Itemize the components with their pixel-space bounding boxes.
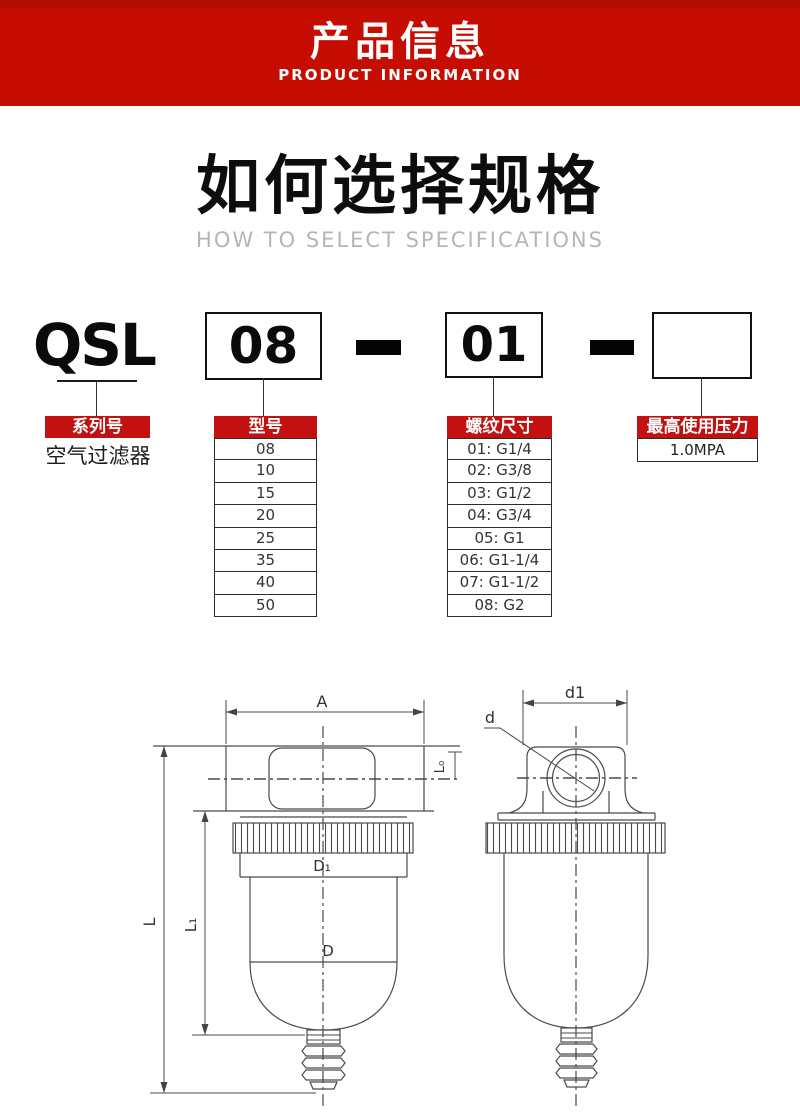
connector-thread [493, 376, 494, 416]
series-header: 系列号 [45, 416, 150, 438]
drawings-svg: A L₀ D₁ D L L₁ [140, 683, 666, 1108]
series-value: 空气过滤器 [45, 444, 151, 468]
thread-option-row: 06: G1-1/4 [447, 549, 552, 573]
model-option-row: 25 [214, 527, 317, 550]
model-option-row: 08 [214, 438, 317, 461]
pressure-header: 最高使用压力 [637, 416, 758, 438]
dim-label-D1: D₁ [313, 857, 331, 875]
technical-drawings: A L₀ D₁ D L L₁ [0, 660, 800, 1119]
model-option-row: 20 [214, 505, 317, 528]
thread-header: 螺纹尺寸 [447, 416, 552, 438]
model-option-row: 40 [214, 572, 317, 595]
pressure-value: 1.0MPA [637, 438, 758, 462]
model-option-row: 15 [214, 482, 317, 506]
banner-subtitle: PRODUCT INFORMATION [278, 66, 522, 84]
model-header: 型号 [214, 416, 317, 438]
thread-options-table: 01: G1/4 02: G3/8 03: G1/2 04: G3/4 05: … [447, 438, 552, 618]
dim-label-L: L [140, 917, 159, 926]
thread-option-row: 01: G1/4 [447, 438, 552, 461]
dim-label-d: d [485, 708, 495, 727]
dim-label-L0: L₀ [433, 761, 448, 773]
dim-label-A: A [317, 692, 328, 711]
model-options-table: 08 10 15 20 25 35 40 50 [214, 438, 317, 618]
thread-option-row: 08: G2 [447, 594, 552, 618]
separator-dash [590, 340, 634, 355]
model-option-row: 35 [214, 549, 317, 573]
banner: 产品信息 PRODUCT INFORMATION [0, 0, 800, 106]
dim-label-D: D [322, 942, 334, 960]
model-code-box: 08 [205, 312, 322, 380]
separator-dash [356, 340, 401, 355]
model-option-row: 50 [214, 594, 317, 618]
thread-option-row: 03: G1/2 [447, 482, 552, 506]
banner-top-strip [0, 0, 800, 8]
thread-code-box: 01 [445, 312, 543, 378]
thread-option-row: 05: G1 [447, 527, 552, 550]
thread-option-row: 04: G3/4 [447, 505, 552, 528]
thread-option-row: 07: G1-1/2 [447, 572, 552, 595]
front-view-drawing [150, 700, 462, 1108]
connector-series [96, 381, 97, 416]
side-view-drawing [484, 690, 666, 1108]
series-code: QSL [32, 311, 157, 379]
model-option-row: 10 [214, 460, 317, 483]
banner-title: 产品信息 [310, 19, 490, 65]
connector-pressure [701, 377, 702, 416]
section-title: 如何选择规格 [196, 150, 604, 224]
dim-label-L1: L₁ [182, 918, 200, 932]
series-underline [57, 380, 137, 382]
thread-option-row: 02: G3/8 [447, 460, 552, 483]
connector-model [263, 378, 264, 416]
blank-code-box [652, 312, 752, 379]
section-subtitle: HOW TO SELECT SPECIFICATIONS [196, 228, 604, 252]
dim-label-d1: d1 [565, 683, 585, 702]
